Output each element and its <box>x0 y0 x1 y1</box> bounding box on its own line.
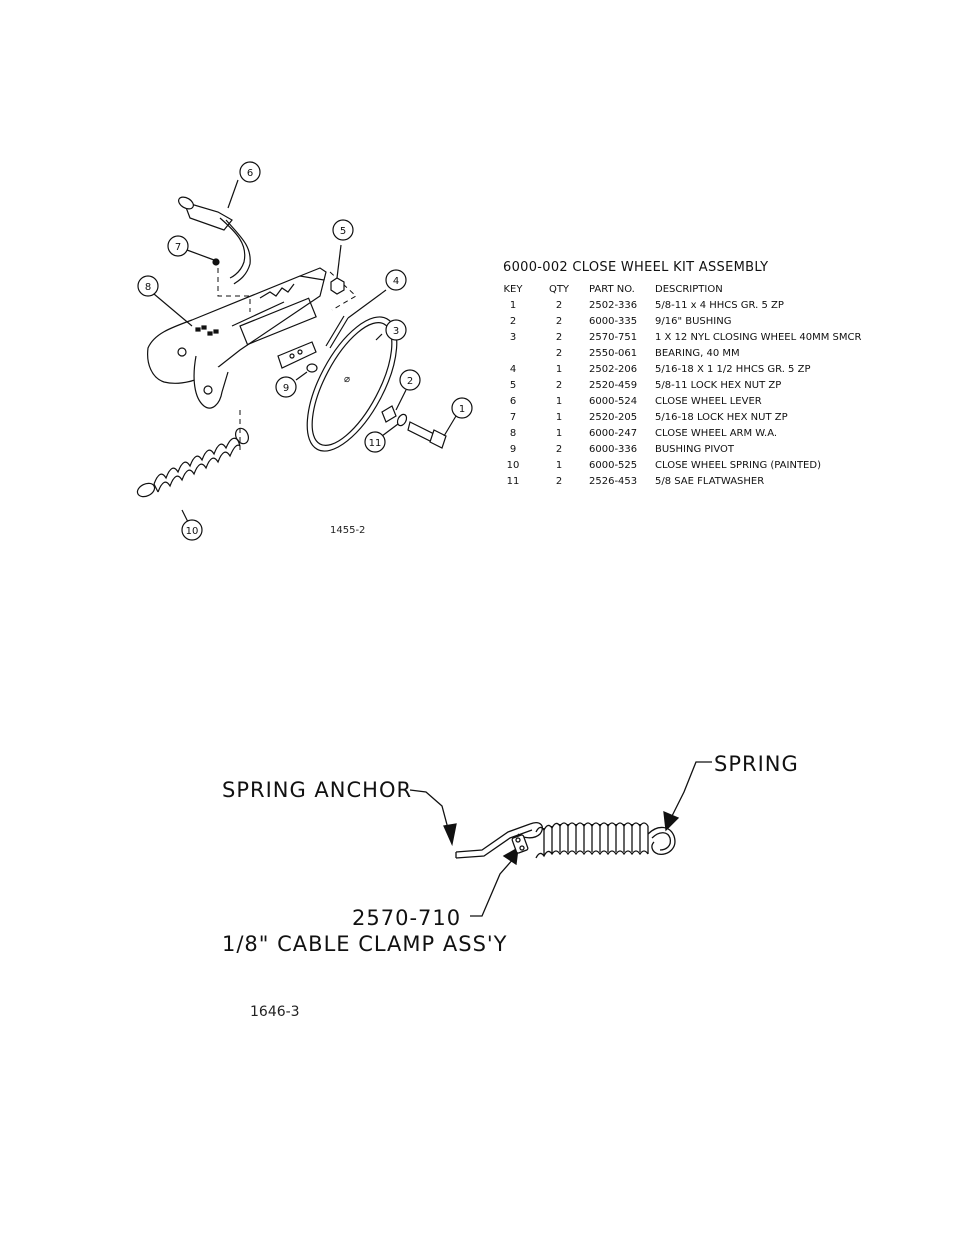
bushing-pivot-part-9 <box>306 363 318 373</box>
leader-cable-clamp <box>470 846 519 917</box>
svg-text:11: 11 <box>369 438 382 449</box>
leader-spring <box>663 761 712 832</box>
hhcs-bolt-part-1 <box>407 415 457 449</box>
spring-anchor-rod <box>455 822 544 859</box>
svg-text:10: 10 <box>186 526 199 537</box>
close-wheel-spring-part <box>136 427 250 523</box>
callout-10: 10 <box>181 519 203 541</box>
callout-8: 8 <box>137 275 159 297</box>
callout-2: 2 <box>399 369 421 391</box>
svg-text:3: 3 <box>393 326 399 337</box>
close-wheel-lever-part <box>178 179 251 285</box>
lock-nut-part-5 <box>330 244 345 295</box>
svg-text:1: 1 <box>459 404 465 415</box>
spring-anchor-label: SPRING ANCHOR <box>222 778 413 802</box>
parts-table-header: KEY QTY PART NO. DESCRIPTION <box>487 283 861 299</box>
svg-text:2: 2 <box>407 376 413 387</box>
cable-clamp-desc-label: 1/8" CABLE CLAMP ASS'Y <box>222 932 508 956</box>
leader-spring-anchor <box>409 789 457 847</box>
callout-1: 1 <box>451 397 473 419</box>
kit-title: 6000-002 CLOSE WHEEL KIT ASSEMBLY <box>503 260 769 275</box>
svg-text:5: 5 <box>340 226 346 237</box>
bolt-part-4 <box>325 289 387 349</box>
spring-label: SPRING <box>714 752 799 776</box>
bushing-part-2 <box>381 389 407 423</box>
close-wheel-arm-part <box>147 267 327 409</box>
callout-4: 4 <box>385 269 407 291</box>
close-wheel-exploded-view: ⌀ 6 7 8 5 4 3 9 2 11 1 10 1455-2 <box>136 161 473 541</box>
drawing-number-1646: 1646-3 <box>250 1004 300 1020</box>
drawing-number-1455: 1455-2 <box>330 525 365 536</box>
cable-clamp <box>511 834 529 854</box>
spring-coils <box>535 822 649 859</box>
callout-7: 7 <box>167 235 189 257</box>
spring-end-hook <box>647 826 676 855</box>
spring-anchor-detail-view <box>409 761 712 917</box>
header-description: DESCRIPTION <box>655 284 723 295</box>
svg-text:8: 8 <box>145 282 151 293</box>
lock-nut-part-7 <box>212 258 220 266</box>
callout-6: 6 <box>239 161 261 183</box>
svg-text:6: 6 <box>247 168 253 179</box>
flatwasher-part-11 <box>396 413 408 427</box>
svg-text:7: 7 <box>175 242 181 253</box>
closing-wheel-part: ⌀ <box>306 316 398 452</box>
svg-text:⌀: ⌀ <box>344 374 350 385</box>
svg-text:4: 4 <box>393 276 399 287</box>
svg-text:9: 9 <box>283 383 289 394</box>
callout-3: 3 <box>385 319 407 341</box>
header-qty: QTY <box>548 284 570 295</box>
callout-5: 5 <box>332 219 354 241</box>
cable-clamp-part-label: 2570-710 <box>352 906 462 930</box>
parts-list: 6000-002 CLOSE WHEEL KIT ASSEMBLY KEY QT… <box>487 260 887 491</box>
header-part-no: PART NO. <box>589 284 635 295</box>
header-key: KEY <box>503 284 523 295</box>
callout-11: 11 <box>364 431 386 453</box>
callout-9: 9 <box>275 376 297 398</box>
